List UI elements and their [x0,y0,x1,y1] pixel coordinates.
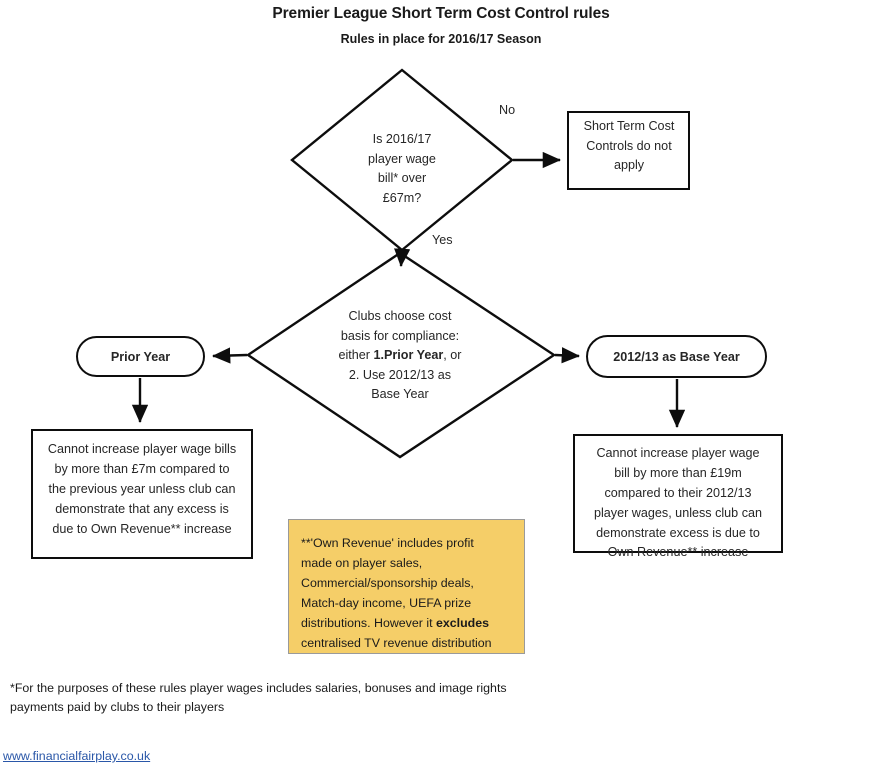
outcome-no-controls-line-3: apply [613,158,645,173]
decision-cost-basis-line-3: either 1.Prior Year, or [300,346,500,366]
decision-cost-basis-line-3-suffix: , or [443,348,462,363]
outcome-box-base-year: Cannot increase player wage bill by more… [573,434,783,559]
decision-wage-bill-line-1: Is 2016/17 [372,132,432,146]
decision-cost-basis-line-1: Clubs choose cost [348,309,452,323]
own-revenue-note: **'Own Revenue' includes profit made on … [288,519,525,654]
page-title: Premier League Short Term Cost Control r… [272,5,610,22]
outcome-base-year-line-4: player wages, unless club can [593,505,762,520]
outcome-no-controls-text: Short Term Cost Controls do not apply [572,117,686,176]
decision-cost-basis-option-2-cont: Base Year [371,387,429,402]
own-revenue-note-line-5-prefix: distributions. However it [301,616,436,631]
decision-wage-bill-line-4: £67m? [382,190,422,205]
own-revenue-note-line-5: distributions. However it excludes [301,613,513,633]
edge-to-base-year [554,347,580,364]
outcome-prior-year-line-4: demonstrate that any excess is [55,501,229,516]
outcome-prior-year-line-1: Cannot increase player wage bills [47,442,237,456]
outcome-base-year-line-2: bill by more than £19m [614,465,742,480]
footnote-line-2: payments paid by clubs to their players [10,700,225,715]
own-revenue-note-excludes: excludes [435,616,490,631]
decision-wage-bill-line-3: bill* over [377,171,427,186]
edge-yes [394,248,411,267]
decision-cost-basis-option-1: 1.Prior Year [373,348,444,363]
own-revenue-note-line-6: centralised TV revenue distribution [301,636,492,651]
outcome-prior-year-line-3: the previous year unless club can [48,481,236,496]
edge-to-prior-year [212,347,248,364]
own-revenue-note-line-3: Commercial/sponsorship deals, [301,576,474,591]
outcome-box-no-controls [567,111,690,190]
branch-node-prior-year: Prior Year [76,336,205,377]
outcome-base-year-line-6: Own Revenue** increase [607,545,749,560]
decision-wage-bill-line-2: player wage [368,151,436,166]
footnote: *For the purposes of these rules player … [10,679,570,717]
decision-cost-basis-text: Clubs choose cost basis for compliance: … [300,307,500,405]
outcome-box-prior-year: Cannot increase player wage bills by mor… [31,429,253,559]
decision-cost-basis-line-2: basis for compliance: [340,328,460,343]
decision-cost-basis-option-2: 2. Use 2012/13 as [348,367,452,382]
outcome-base-year-line-5: demonstrate excess is due to [596,525,760,540]
source-link[interactable]: www.financialfairplay.co.uk [3,749,151,763]
outcome-base-year-line-1: Cannot increase player wage [596,446,760,460]
branch-node-base-year-label: 2012/13 as Base Year [613,349,740,364]
footnote-line-1: *For the purposes of these rules player … [10,681,507,695]
own-revenue-note-line-4: Match-day income, UEFA prize [301,596,472,611]
outcome-no-controls-line-2: Controls do not [586,138,672,153]
edge-label-yes: Yes [432,233,453,247]
outcome-base-year-line-3: compared to their 2012/13 [604,485,752,500]
branch-node-prior-year-label: Prior Year [110,349,171,364]
own-revenue-note-line-1: **'Own Revenue' includes profit [301,536,474,550]
decision-cost-basis-line-3-prefix: either [338,348,374,363]
outcome-prior-year-line-2: by more than £7m compared to [54,461,230,476]
page-subtitle: Rules in place for 2016/17 Season [340,32,542,46]
edge-label-no: No [499,103,516,117]
branch-node-base-year: 2012/13 as Base Year [586,335,767,378]
own-revenue-note-line-2: made on player sales, [301,556,423,571]
decision-wage-bill-text: Is 2016/17 player wage bill* over £67m? [322,130,482,208]
outcome-prior-year-line-5: due to Own Revenue** increase [52,521,232,536]
outcome-no-controls-line-1: Short Term Cost [583,119,675,133]
